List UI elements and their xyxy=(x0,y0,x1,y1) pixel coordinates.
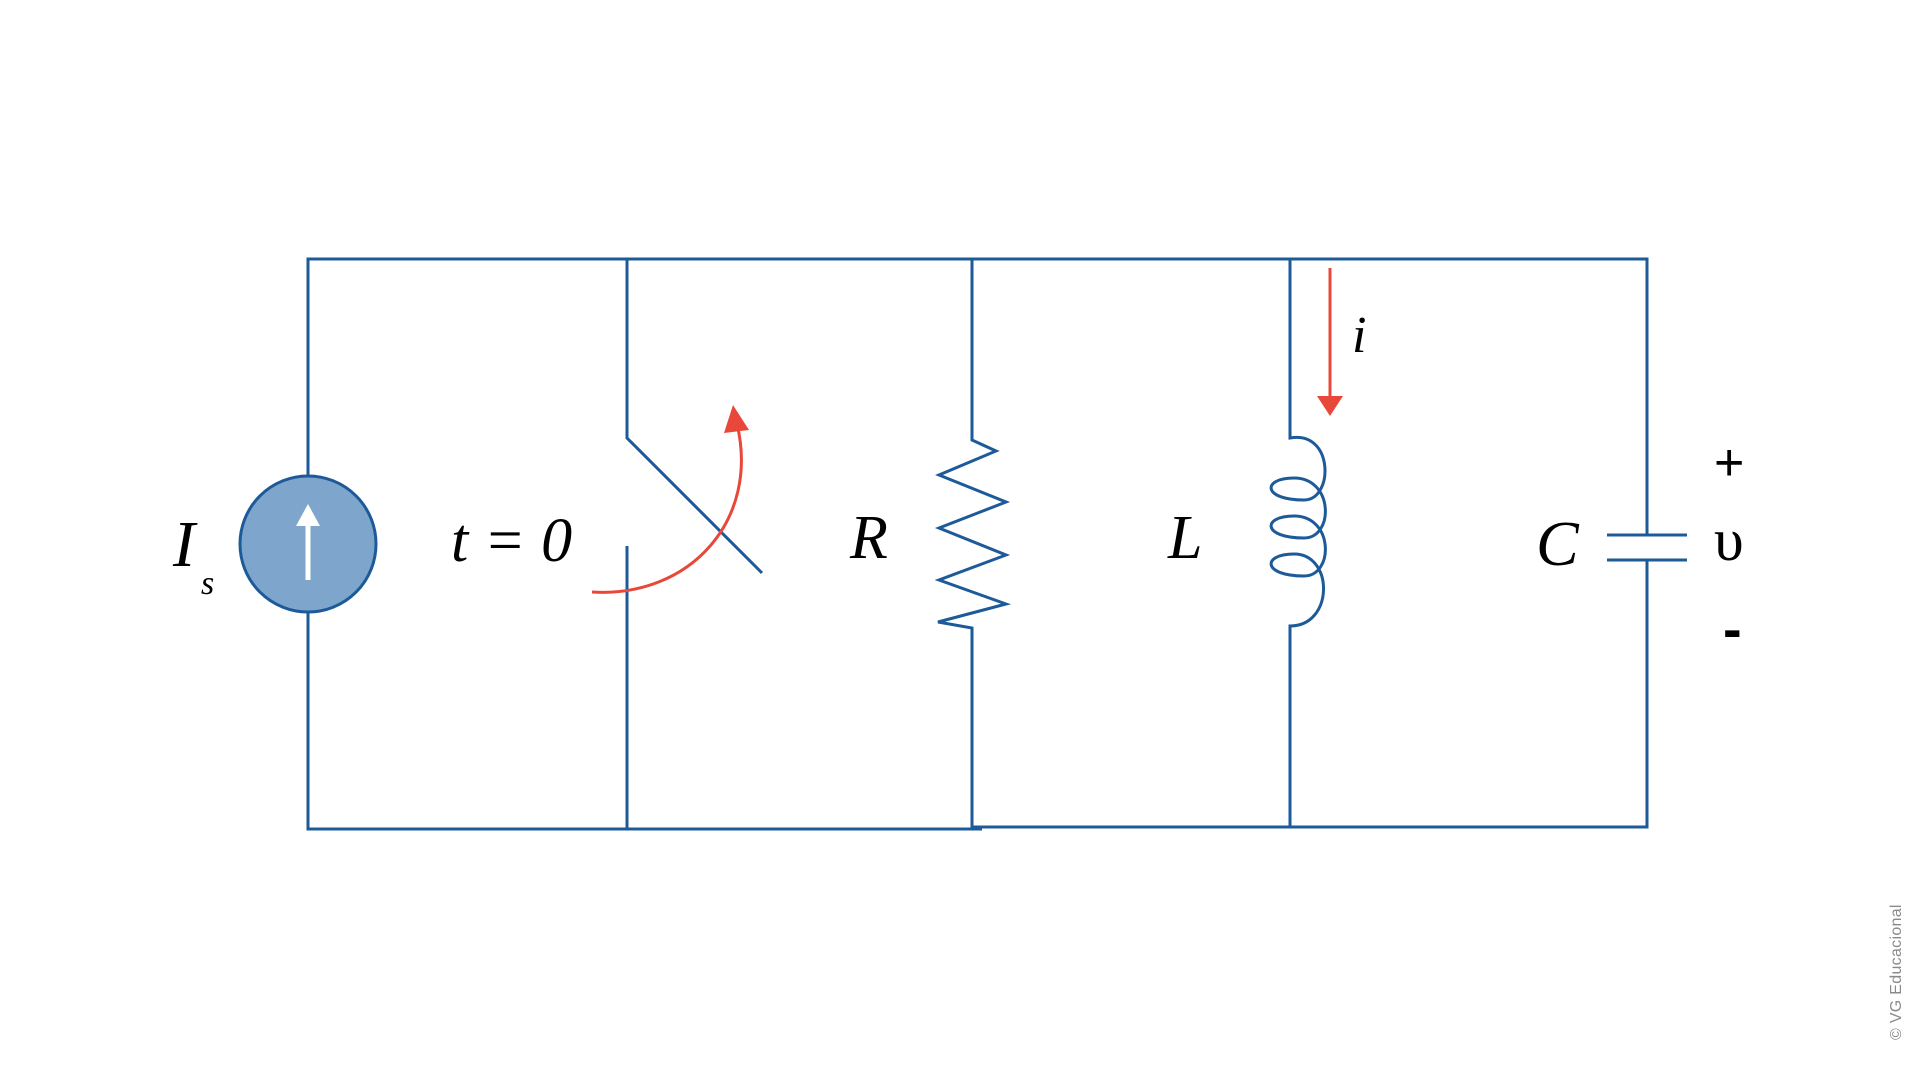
current-label: i xyxy=(1352,307,1366,364)
voltage-plus-sign: + xyxy=(1714,434,1744,492)
switch-time-label: t = 0 xyxy=(451,507,572,575)
capacitor-label: C xyxy=(1536,508,1580,579)
inductor-coil xyxy=(1269,259,1327,827)
resistor-zigzag xyxy=(934,259,1012,829)
current-arrowhead xyxy=(1317,396,1343,416)
source-subscript: s xyxy=(201,565,214,602)
switch-action-arrowhead xyxy=(724,405,749,433)
top-rail xyxy=(306,257,1649,476)
resistor-label: R xyxy=(849,504,888,572)
copyright-watermark: © VG Educacional xyxy=(1888,904,1905,1040)
voltage-minus-sign: - xyxy=(1723,597,1742,660)
source-arrow-head xyxy=(296,504,320,526)
inductor-label: L xyxy=(1167,504,1202,572)
bottom-rail-right xyxy=(972,560,1649,829)
voltage-label: υ xyxy=(1714,507,1744,573)
source-label: I xyxy=(172,508,198,581)
switch-top-lead xyxy=(625,259,764,575)
switch-action-arrow xyxy=(591,423,743,594)
bottom-rail xyxy=(306,612,982,831)
